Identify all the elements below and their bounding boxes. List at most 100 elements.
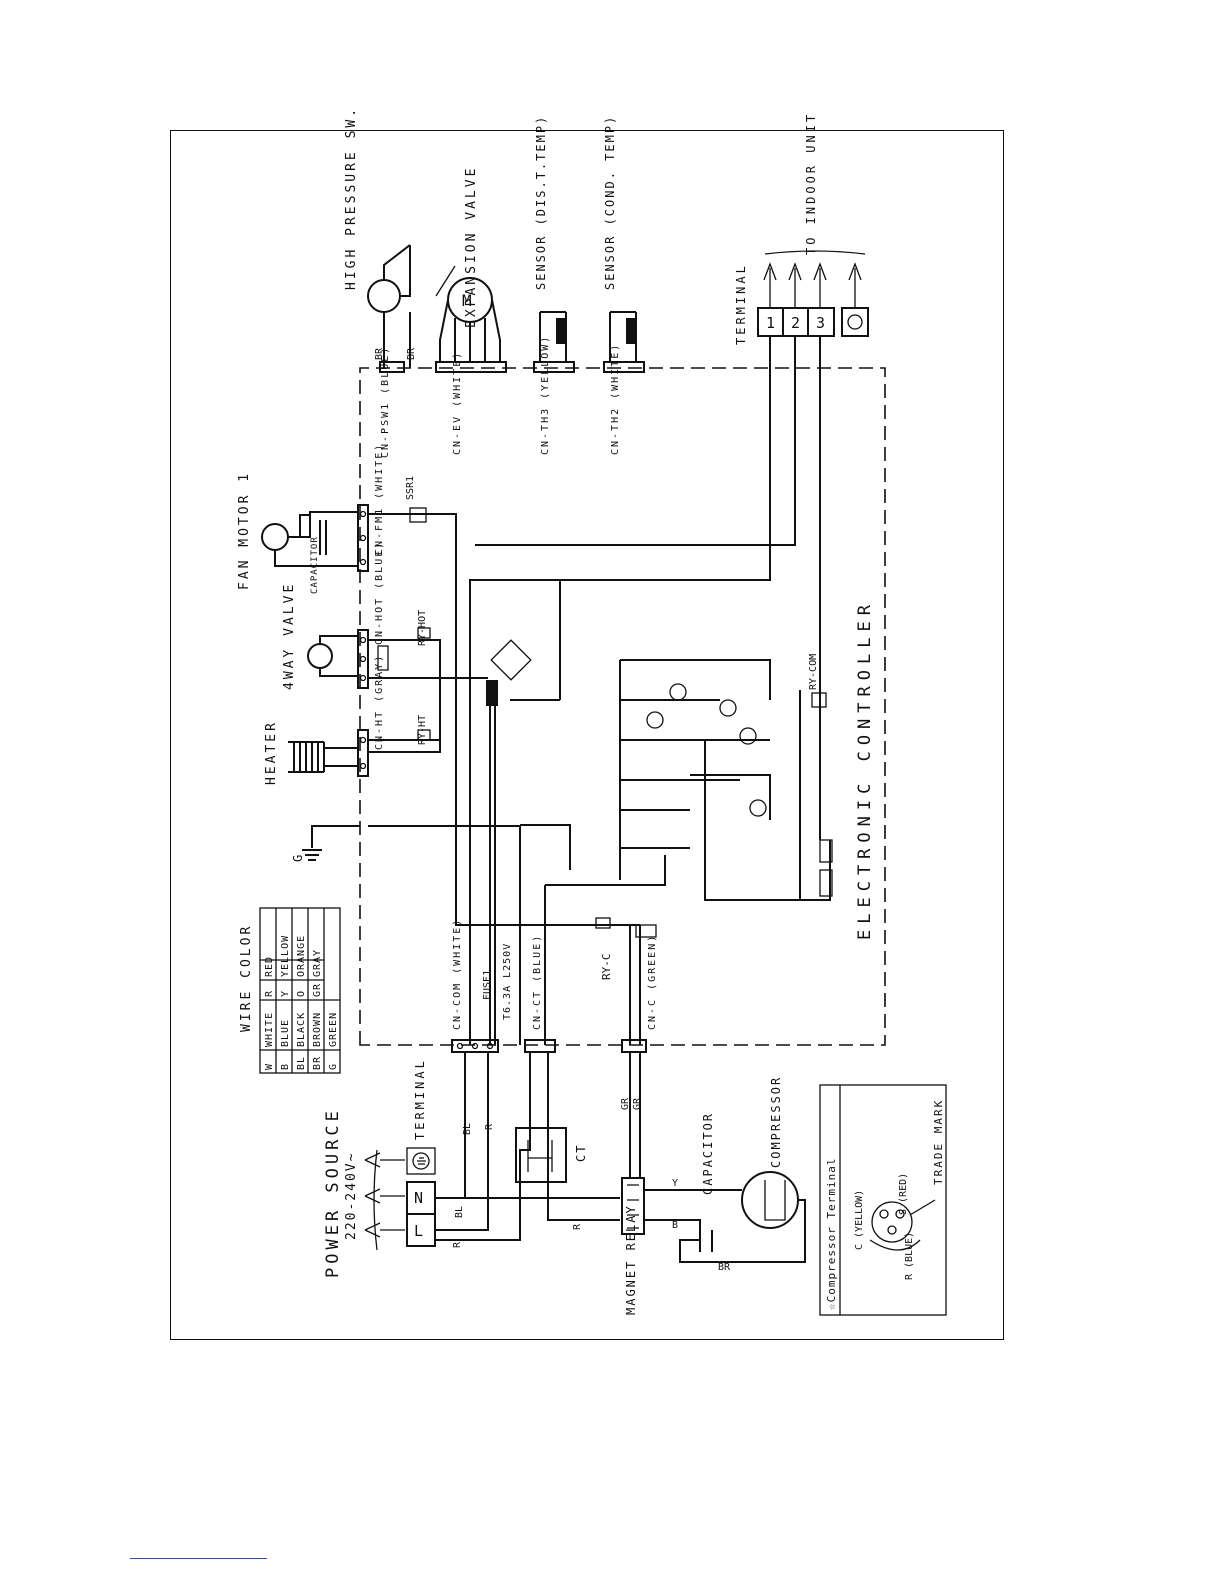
indoor-ground-terminal (841, 307, 869, 337)
indoor-arrows (763, 250, 866, 308)
wire-row-0-name: WHITE (264, 1012, 275, 1047)
motor-m: M (462, 291, 472, 310)
cn-c-label: CN-C (GREEN) (647, 934, 658, 1030)
cn-ct-label: CN-CT (BLUE) (532, 934, 543, 1030)
power-source-title: POWER SOURCE (323, 1107, 343, 1278)
wire-row-0-code: W (264, 1063, 275, 1070)
comp-term-r: R (BLUE) (904, 1232, 915, 1280)
cn-com-connector (451, 1039, 499, 1053)
capacitor-label: CAPACITOR (701, 1112, 715, 1195)
controller-internal-wiring (368, 513, 833, 1045)
power-arrows (364, 1149, 405, 1251)
high-pressure-label: HIGH PRESSURE SW. (344, 106, 359, 290)
four-way-valve-label: 4WAY VALVE (282, 582, 297, 690)
cn-ev-connector (435, 361, 507, 373)
wire-row-2-name: BLACK (296, 1012, 307, 1047)
varistor (377, 645, 389, 671)
terminal-l: L (414, 1222, 423, 1240)
ry-ht-label: RY-HT (417, 715, 428, 745)
cn-fm1-connector (357, 504, 369, 572)
ry-hot-relay (417, 627, 431, 639)
wire-row-4-name: GREEN (328, 1012, 339, 1047)
cn-ev-label: CN-EV (WHITE) (452, 351, 463, 455)
cn-ct-connector (524, 1039, 556, 1053)
wire-br-comp: BR (718, 1262, 731, 1273)
wire-r-ct: R (572, 1223, 583, 1230)
compressor-terminal-drawing (869, 1199, 936, 1251)
compressor-terminal-box (819, 1084, 947, 1316)
wire-gr-2: GR (632, 1097, 643, 1110)
term-1: 1 (766, 314, 775, 332)
ct-box (515, 1127, 567, 1183)
cn-fm1-label: CN-FM1 (WHITE) (374, 443, 385, 555)
sensor-cond-symbol (609, 311, 637, 362)
wire-y: Y (672, 1178, 678, 1189)
compressor-terminal-title: ☆Compressor Terminal (825, 1158, 838, 1310)
ry-hot-label: RY-HOT (417, 610, 428, 646)
cn-c-connector (621, 1039, 647, 1053)
ry-c-label: RY-C (600, 954, 613, 981)
fan-motor-label: FAN MOTOR 1 (237, 471, 252, 590)
power-source-voltage: 220-240V~ (344, 1152, 359, 1240)
sensor-dis-symbol (539, 311, 567, 362)
wire-row-4-code: G (328, 1063, 339, 1070)
compressor-label: COMPRESSOR (769, 1076, 783, 1168)
term-2: 2 (791, 314, 800, 332)
wire-bl-n: BL (454, 1206, 465, 1218)
terminal-right-label: TERMINAL (734, 263, 748, 345)
cn-psw1-connector (379, 361, 405, 373)
wire-row-2-code2: O (296, 990, 307, 997)
compressor-symbol (644, 1171, 806, 1263)
footer-rule (130, 1558, 267, 1559)
fan-capacitor-label: CAPACITOR (310, 536, 320, 594)
fuse-rating: T6.3A L250V (502, 943, 513, 1020)
cn-th2-connector (603, 361, 645, 373)
wire-row-2-name2: ORANGE (296, 935, 307, 977)
wire-row-3-code2: GR (312, 983, 323, 997)
comp-term-s: S (RED) (898, 1173, 909, 1215)
diagram-frame (170, 130, 1004, 1340)
terminal-n: N (414, 1189, 423, 1207)
power-wiring (435, 1052, 641, 1241)
cn-hot-label: CN-HOT (BLUE) (374, 541, 385, 645)
wire-bl-com: BL (462, 1123, 473, 1135)
wire-row-3-name2: GRAY (312, 949, 323, 977)
ssr1-label: SSR1 (405, 476, 416, 500)
magnet-relay-label: MAGNET RELAY (624, 1204, 638, 1315)
wire-r-l: R (452, 1241, 463, 1248)
wire-br-2: BR (406, 347, 417, 360)
comp-term-c: C (YELLOW) (854, 1190, 865, 1250)
magnet-relay-box (621, 1177, 645, 1235)
ground-symbol (302, 825, 360, 861)
wire-color-table (259, 907, 341, 1074)
cn-psw1-label: CN-PSW1 (BLUE) (380, 346, 391, 458)
term-3: 3 (816, 314, 825, 332)
wire-row-1-name: BLUE (280, 1019, 291, 1047)
wire-br-1: BR (374, 347, 385, 360)
heater-label: HEATER (264, 720, 279, 785)
ry-com-label: RY-COM (808, 654, 819, 690)
wire-row-2-code: BL (296, 1056, 307, 1070)
cn-th2-label: CN-TH2 (WHITE) (610, 343, 621, 455)
wire-row-0-name2: RED (264, 956, 275, 977)
wire-row-1-code: B (280, 1063, 291, 1070)
expansion-valve-label: EXPANSION VALVE (464, 166, 479, 328)
expansion-valve-motor (435, 265, 501, 362)
wire-row-1-code2: Y (280, 990, 291, 997)
controller-label: ELECTRONIC CONTROLLER (855, 599, 875, 940)
wire-row-3-name: BROWN (312, 1012, 323, 1047)
cn-hot-connector (357, 629, 369, 689)
terminal-left-label: TERMINAL (413, 1058, 427, 1140)
controller-boundary (359, 367, 886, 1046)
heater-symbol (288, 741, 358, 773)
ct-label: CT (574, 1144, 588, 1162)
comp-trade-mark: TRADE MARK (932, 1099, 945, 1185)
to-indoor-label: TO INDOOR UNIT (804, 112, 818, 255)
cn-ht-label: CN-HT (GRAY) (374, 654, 385, 750)
ground-label: G (291, 855, 305, 862)
fan-motor-symbol (261, 511, 358, 567)
four-way-valve-coil (307, 635, 358, 677)
cn-th3-label: CN-TH3 (YELLOW) (540, 335, 551, 455)
high-pressure-switch (367, 244, 411, 368)
wire-row-1-name2: YELLOW (280, 935, 291, 977)
